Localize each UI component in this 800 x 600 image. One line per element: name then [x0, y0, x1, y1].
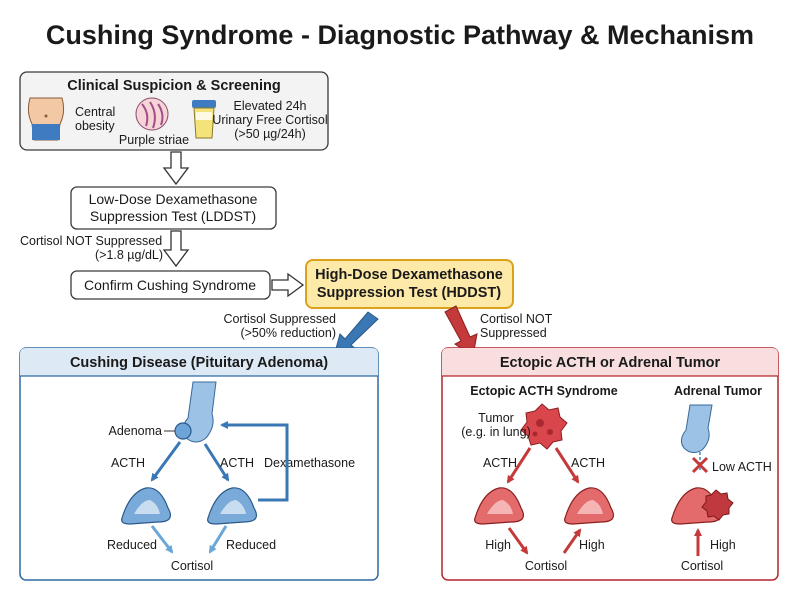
right-panel-title: Ectopic ACTH or Adrenal Tumor	[500, 355, 721, 371]
tumor-label-2: (e.g. in lung)	[461, 425, 530, 439]
left-panel-title: Cushing Disease (Pituitary Adenoma)	[70, 355, 328, 371]
central-obesity-icon	[27, 97, 65, 141]
red-branch-arrow	[444, 305, 478, 357]
reduced-label-2: Reduced	[226, 538, 276, 552]
lddst-label-2: Suppression Test (LDDST)	[90, 208, 256, 224]
ectopic-acth-arrow-right	[554, 447, 580, 484]
suppressed-pituitary-icon	[680, 404, 713, 454]
cushing-disease-panel: Cushing Disease (Pituitary Adenoma) Aden…	[19, 347, 379, 581]
hollow-arrow-right	[271, 272, 305, 298]
lddst-label-1: Low-Dose Dexamethasone	[89, 191, 258, 207]
reduced-arrow-left	[150, 525, 174, 554]
high-arrow-1	[507, 527, 529, 555]
purple-striae-icon	[135, 97, 169, 131]
suppressed-label-2: (>50% reduction)	[240, 326, 336, 340]
ufc-label-2: Urinary Free Cortisol	[212, 113, 327, 127]
acth-arrow-right	[203, 443, 230, 482]
pituitary-adenoma-icon	[174, 381, 217, 443]
adenoma-label: Adenoma	[108, 424, 162, 438]
high-label-3: High	[710, 538, 736, 552]
adrenal-tumor-mass-icon	[701, 489, 734, 521]
ectopic-acth-label-1: ACTH	[483, 456, 517, 470]
ectopic-tumor-icon	[520, 403, 568, 450]
hollow-arrow-down-1	[162, 151, 190, 186]
ectopic-acth-label-2: ACTH	[571, 456, 605, 470]
tumor-label-1: Tumor	[478, 411, 514, 425]
reduced-label-1: Reduced	[107, 538, 157, 552]
not-suppressed-high-2: Suppressed	[480, 326, 547, 340]
ufc-label-1: Elevated 24h	[234, 99, 307, 113]
high-label-2: High	[579, 538, 605, 552]
hollow-arrow-down-2	[162, 230, 190, 268]
feedback-loop-arrow	[220, 421, 289, 502]
hddst-box: High-Dose Dexamethasone Suppression Test…	[305, 259, 514, 309]
cortisol-adrenal-label: Cortisol	[681, 559, 723, 573]
not-suppressed-low-2: (>1.8 µg/dL)	[95, 248, 163, 262]
screening-title: Clinical Suspicion & Screening	[67, 78, 281, 94]
page-title: Cushing Syndrome - Diagnostic Pathway & …	[46, 20, 754, 50]
low-acth-label: Low ACTH	[712, 460, 772, 474]
confirm-label: Confirm Cushing Syndrome	[84, 277, 256, 293]
hddst-label-1: High-Dose Dexamethasone	[315, 267, 503, 283]
high-arrow-2	[562, 528, 582, 554]
high-label-1: High	[485, 538, 511, 552]
ectopic-subtitle: Ectopic ACTH Syndrome	[470, 384, 618, 398]
blocked-x-icon	[691, 456, 709, 474]
purple-striae-label: Purple striae	[119, 133, 189, 147]
cortisol-left-label: Cortisol	[171, 559, 213, 573]
cortisol-ectopic-label: Cortisol	[525, 559, 567, 573]
lddst-box: Low-Dose Dexamethasone Suppression Test …	[70, 186, 277, 230]
not-suppressed-high-1: Cortisol NOT	[480, 312, 553, 326]
central-obesity-label-2: obesity	[75, 119, 115, 133]
reduced-arrow-right	[208, 525, 228, 554]
suppressed-label-1: Cortisol Suppressed	[223, 312, 336, 326]
acth-label-1: ACTH	[111, 456, 145, 470]
ufc-label-3: (>50 µg/24h)	[234, 127, 305, 141]
acth-label-2: ACTH	[220, 456, 254, 470]
ectopic-acth-arrow-left	[506, 447, 532, 484]
central-obesity-label-1: Central	[75, 105, 115, 119]
not-suppressed-low-1: Cortisol NOT Suppressed	[20, 234, 162, 248]
ectopic-adrenal-panel: Ectopic ACTH or Adrenal Tumor Ectopic AC…	[441, 347, 779, 581]
screening-box: Clinical Suspicion & Screening Central o…	[19, 71, 329, 151]
confirm-box: Confirm Cushing Syndrome	[70, 270, 271, 300]
acth-arrow-left	[150, 441, 182, 482]
urine-cup-icon	[192, 100, 216, 139]
dexamethasone-label: Dexamethasone	[264, 456, 355, 470]
adrenal-tumor-subtitle: Adrenal Tumor	[674, 384, 762, 398]
hddst-label-2: Suppression Test (HDDST)	[317, 285, 501, 301]
